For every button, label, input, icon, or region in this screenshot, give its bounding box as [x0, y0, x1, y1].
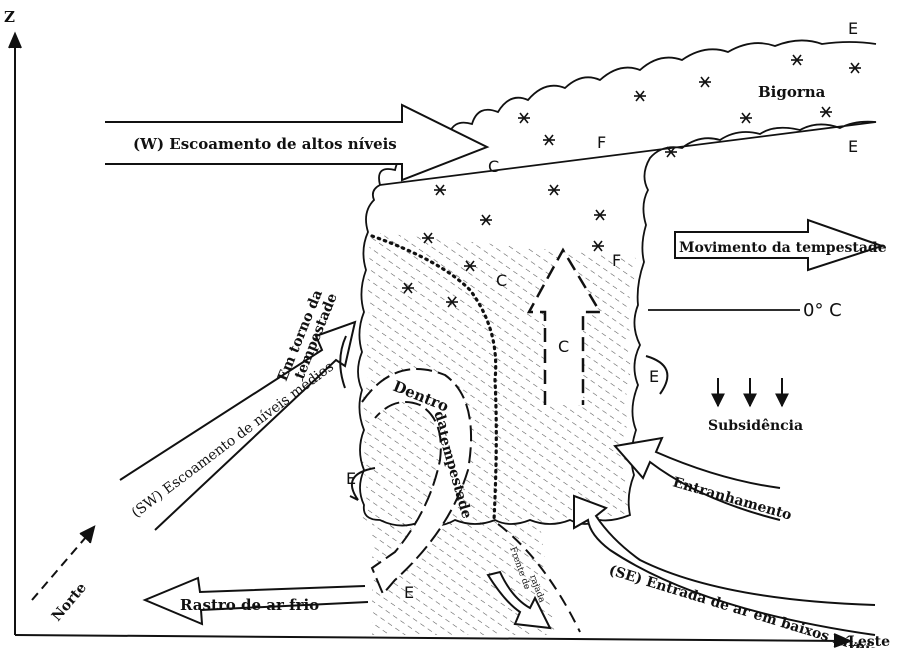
subsidence-label: Subsidência: [708, 418, 803, 434]
mid-flow-label: (SW) Escoamento de níveis médios: [129, 359, 337, 521]
ice-crystal: [791, 55, 803, 65]
cold-trail-label: Rastro de ar frio: [180, 596, 319, 614]
bigorna-label: Bigorna: [758, 83, 826, 101]
ice-crystal: [849, 63, 861, 73]
bottom-e-letter: E: [404, 583, 414, 602]
mid-c-letter: C: [496, 271, 507, 290]
north-axis-label: Norte: [49, 580, 90, 625]
anvil-edge-letter-bottom: E: [848, 137, 858, 156]
upper-f-letter: F: [597, 133, 606, 152]
ice-crystal: [594, 210, 606, 220]
ice-crystal: [518, 113, 530, 123]
z-axis-label: Z: [4, 8, 15, 26]
right-eddy-letter: E: [649, 367, 659, 386]
storm-motion-label: Movimento da tempestade: [679, 240, 887, 256]
ice-crystal: [634, 91, 646, 101]
subsidence-arrows: [718, 378, 782, 406]
ice-crystal: [740, 113, 752, 123]
ice-crystal: [434, 185, 446, 195]
high-flow-label: (W) Escoamento de altos níveis: [133, 135, 397, 153]
anvil-edge-letter-top: E: [848, 19, 858, 38]
ice-crystal: [543, 135, 555, 145]
ice-crystal: [699, 77, 711, 87]
mid-f-letter: F: [612, 251, 621, 270]
upper-c-letter: C: [488, 157, 499, 176]
ice-crystal: [548, 185, 560, 195]
left-eddy-letter: E: [346, 469, 356, 488]
ice-crystal: [820, 107, 832, 117]
updraft-c-letter: C: [558, 337, 569, 356]
x-axis-line: [15, 635, 846, 641]
ice-crystal: [592, 241, 604, 251]
z-axis-arrowhead: [9, 34, 21, 48]
zero-c-label: 0° C: [803, 300, 842, 321]
ice-crystal: [480, 215, 492, 225]
